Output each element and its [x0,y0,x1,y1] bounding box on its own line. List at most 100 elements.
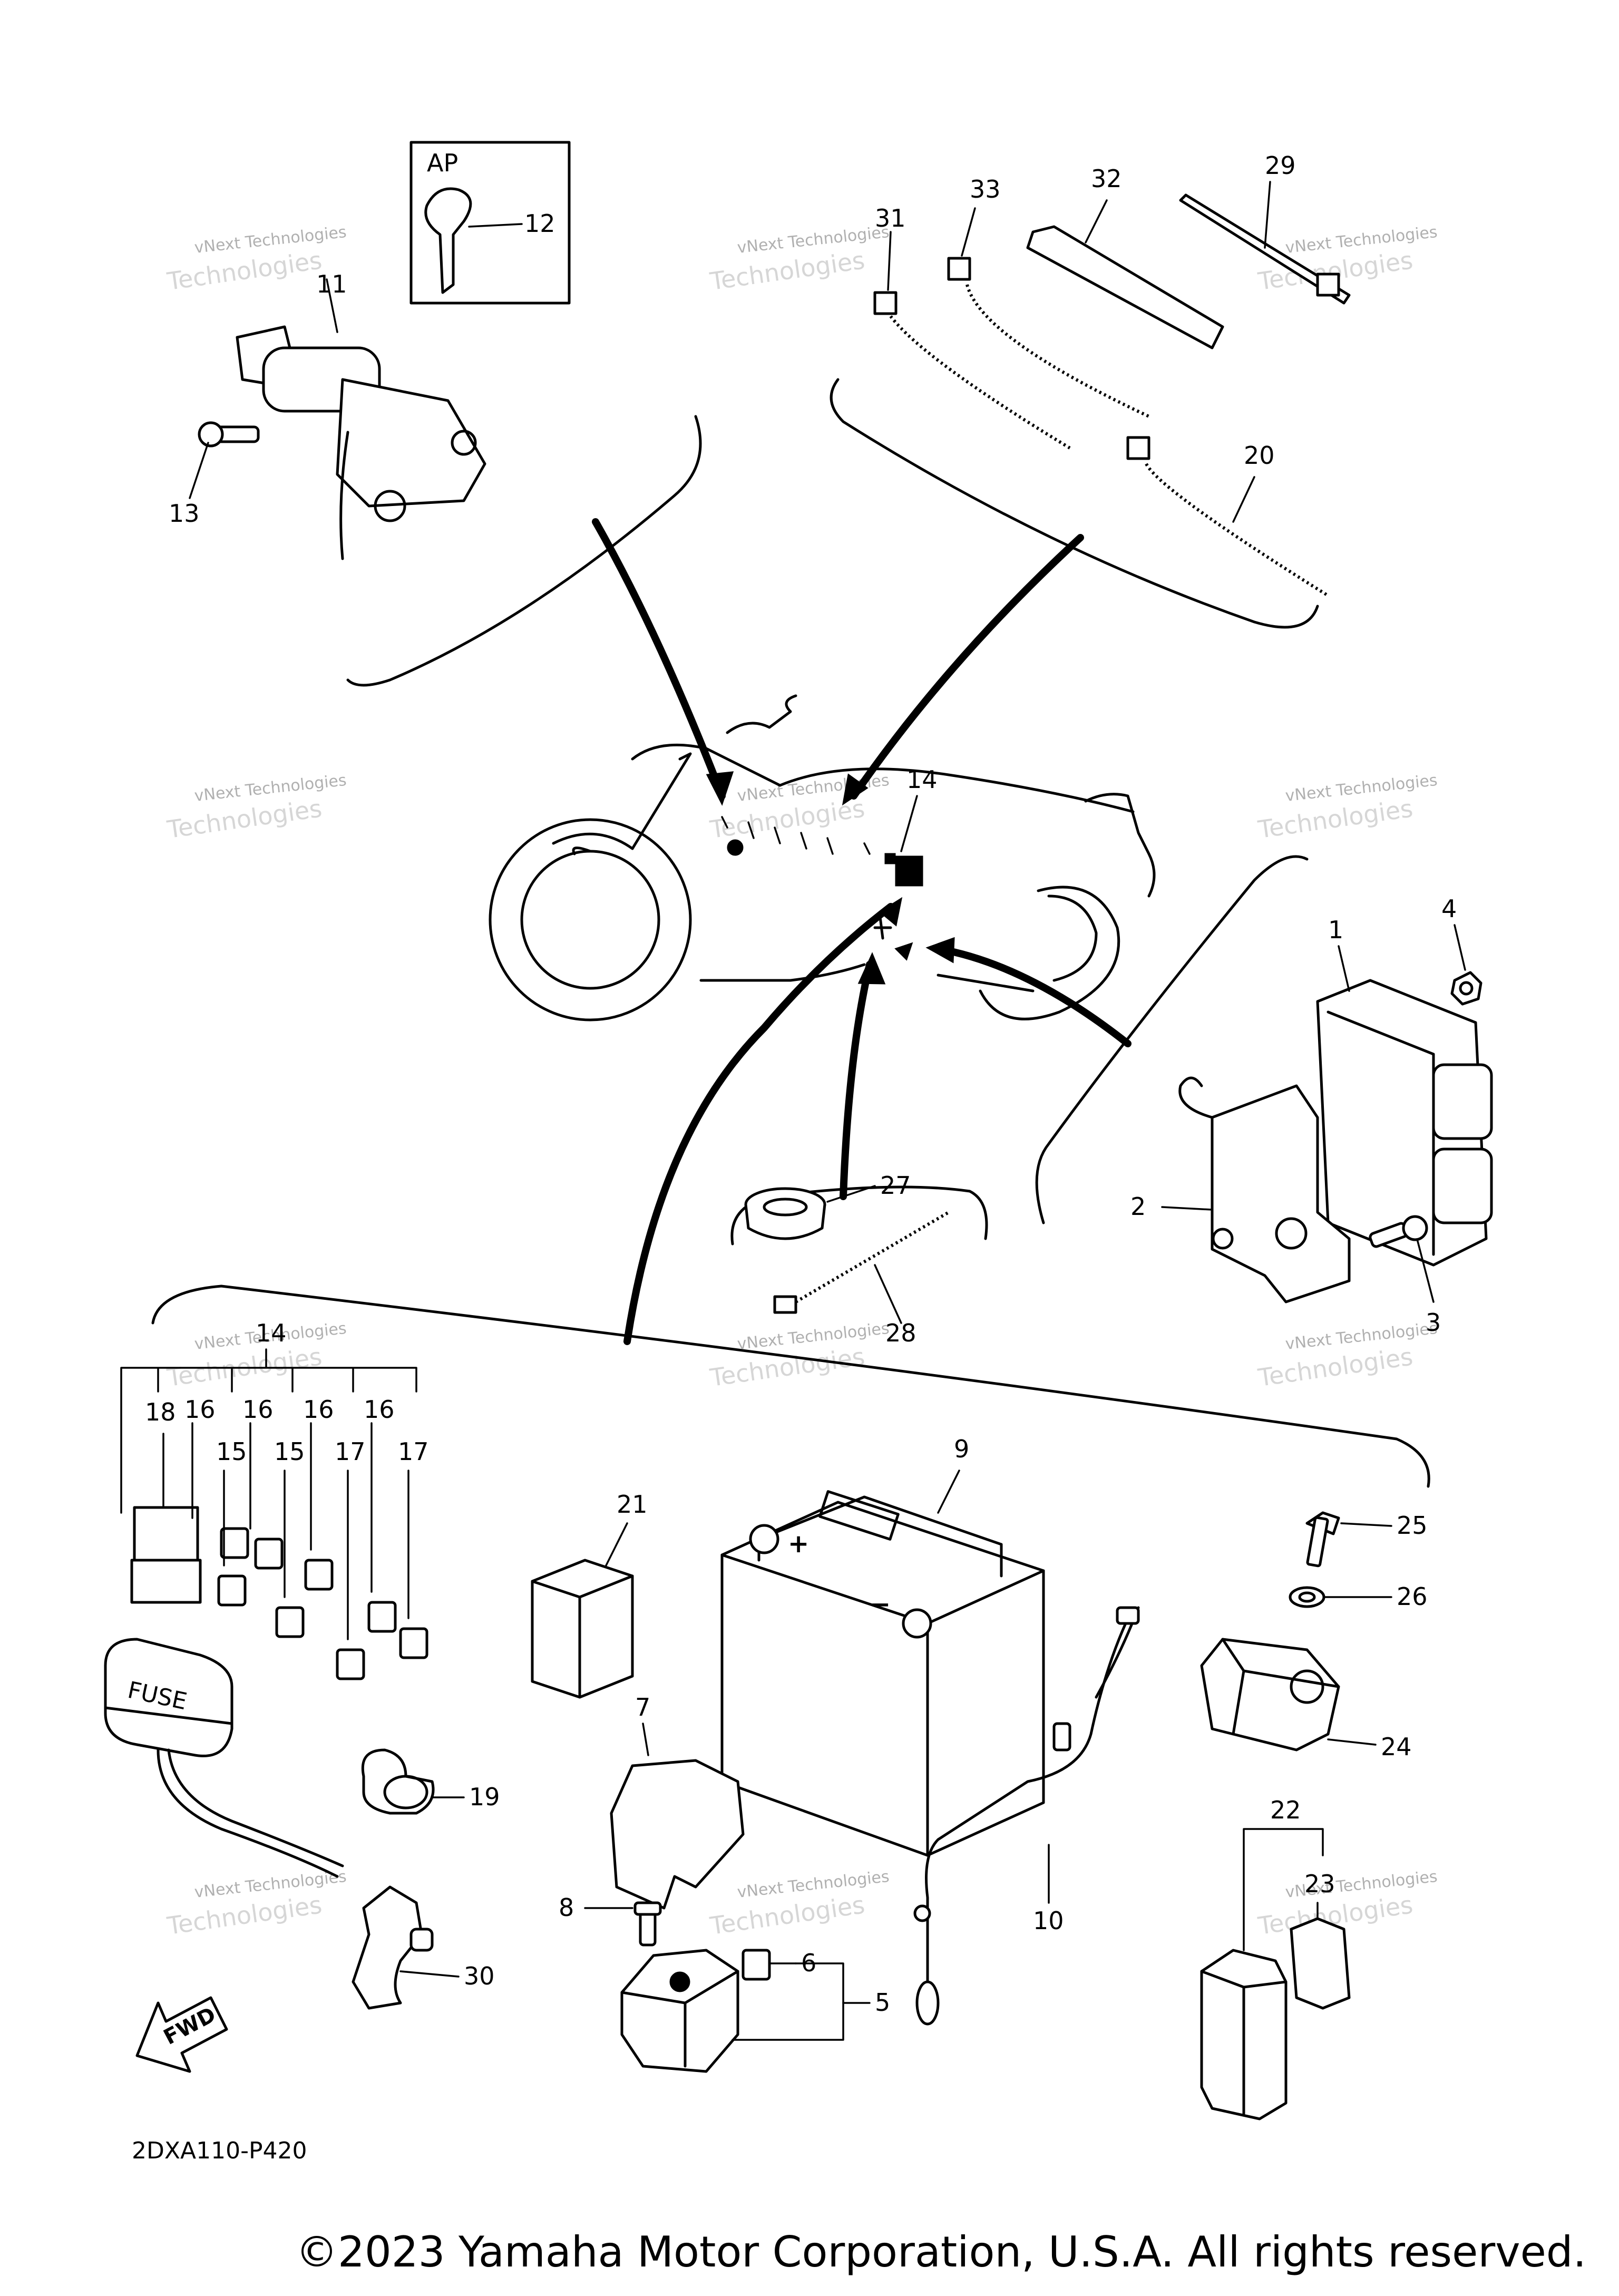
sensor-hole [1290,1669,1324,1704]
cable-terminal [1116,1606,1140,1625]
leader-line [642,1723,649,1756]
nut-hole [1459,981,1474,996]
arrowhead [925,937,955,964]
relay-terminal [669,1971,690,1992]
leader-line [961,207,976,257]
ignition-switch-group: AP 12 11 13 [169,141,571,560]
group-bracket [732,1962,844,2041]
leader-line [874,1264,902,1324]
watermark-text: vNext Technologies [736,1867,890,1902]
rectifier-location-mark [894,942,913,961]
battery-label-area [818,1490,900,1541]
bracket-ignition [346,415,702,687]
leader-line [605,1522,628,1567]
callout-17b: 17 [398,1437,429,1466]
rear-frame [1084,793,1156,898]
leader-line [1338,945,1350,992]
leader-line [1454,924,1466,971]
fwd-arrow-icon [135,1996,228,2073]
sensor-24 [1200,1638,1340,1752]
watermark: vNext Technologies Technologies [165,1867,347,1940]
diagram-code: 2DXA110-P420 [132,2137,307,2164]
callout-26: 26 [1397,1582,1428,1611]
ignition-location-mark [727,839,744,856]
callout-11: 11 [316,270,347,298]
leader-line [1327,1738,1377,1746]
cable-tie-29 [1179,193,1351,305]
leader-line [826,1185,876,1203]
callout-4: 4 [1441,894,1457,923]
battery-terminal-plus [749,1524,779,1554]
fuse-group-bracket [120,1348,417,1514]
rear-wheel-rim [1047,894,1098,982]
leader-line [326,278,338,333]
callout-17a: 17 [335,1437,366,1466]
washer-hole [1298,1591,1316,1603]
fuse-15 [217,1574,247,1607]
callout-15a: 15 [216,1437,247,1466]
sensor-group: 25 26 24 [1200,1511,1428,1761]
rectifier-nut [1450,971,1483,1006]
fuse-16 [304,1559,334,1591]
callout-21: 21 [617,1490,648,1519]
watermark: vNext Technologies Technologies [708,1319,890,1392]
watermark-text: Technologies [1256,794,1415,844]
watermark-text: Technologies [165,246,324,296]
exhaust [937,974,1035,993]
holder-30-tab [409,1928,434,1952]
callout-15b: 15 [274,1437,305,1466]
ignition-bracket [336,378,486,508]
leader-line [937,1470,960,1514]
ignition-wire [339,431,349,560]
fuse-leader-lines [191,1422,409,1640]
pointer-ignition [592,518,726,800]
callout-22: 22 [1270,1796,1301,1824]
callout-27: 27 [880,1171,911,1200]
watermark-text: Technologies [165,1890,324,1940]
leader-line [468,223,523,228]
watermark-text: vNext Technologies [1284,771,1438,805]
watermark: vNext Technologies Technologies [1256,1867,1438,1940]
arrowhead [842,773,869,806]
wire-holders-group: 19 30 [352,1748,500,2010]
cable-ties-group: 31 33 32 29 20 [873,151,1351,597]
group-bracket [1243,1828,1324,1951]
clamp-hole [763,1198,808,1217]
callout-16d: 16 [364,1395,395,1424]
callout-32: 32 [1091,164,1122,193]
tie-head-31 [873,291,898,315]
cable-terminal [913,1904,931,1922]
callout-14-fuse: 14 [256,1319,287,1347]
leader-line [900,795,918,852]
callout-20: 20 [1244,441,1275,470]
watermark: vNext Technologies Technologies [1256,771,1438,844]
callout-8: 8 [559,1893,574,1922]
bracket-ties [830,378,1319,629]
washer-26 [1289,1586,1325,1608]
watermark-text: vNext Technologies [736,1319,890,1354]
callout-16a: 16 [184,1395,216,1424]
battery-cable-group: 10 [913,1606,1140,2026]
fuse-16 [254,1538,284,1570]
callout-25: 25 [1397,1511,1428,1540]
leader-line [399,1970,460,1978]
relay-21 [531,1559,634,1699]
watermark-text: vNext Technologies [1284,223,1438,257]
callout-23: 23 [1304,1870,1335,1898]
leader-line [887,231,892,291]
tank-seat-line [778,767,1135,813]
screw-25 [1306,1516,1329,1568]
leader-line [1417,1240,1435,1303]
callout-12: 12 [524,209,555,238]
bracket-electrical [151,1285,1430,1488]
callout-16c: 16 [303,1395,334,1424]
tie-clip-29 [1316,273,1340,297]
fuse-16 [367,1601,397,1633]
front-wheel-rim [520,850,660,990]
callout-3: 3 [1426,1308,1441,1337]
leader-line [189,442,209,499]
motorcycle-outline [489,694,1156,1021]
watermark-text: Technologies [165,794,324,844]
cable-connector [1052,1722,1071,1752]
